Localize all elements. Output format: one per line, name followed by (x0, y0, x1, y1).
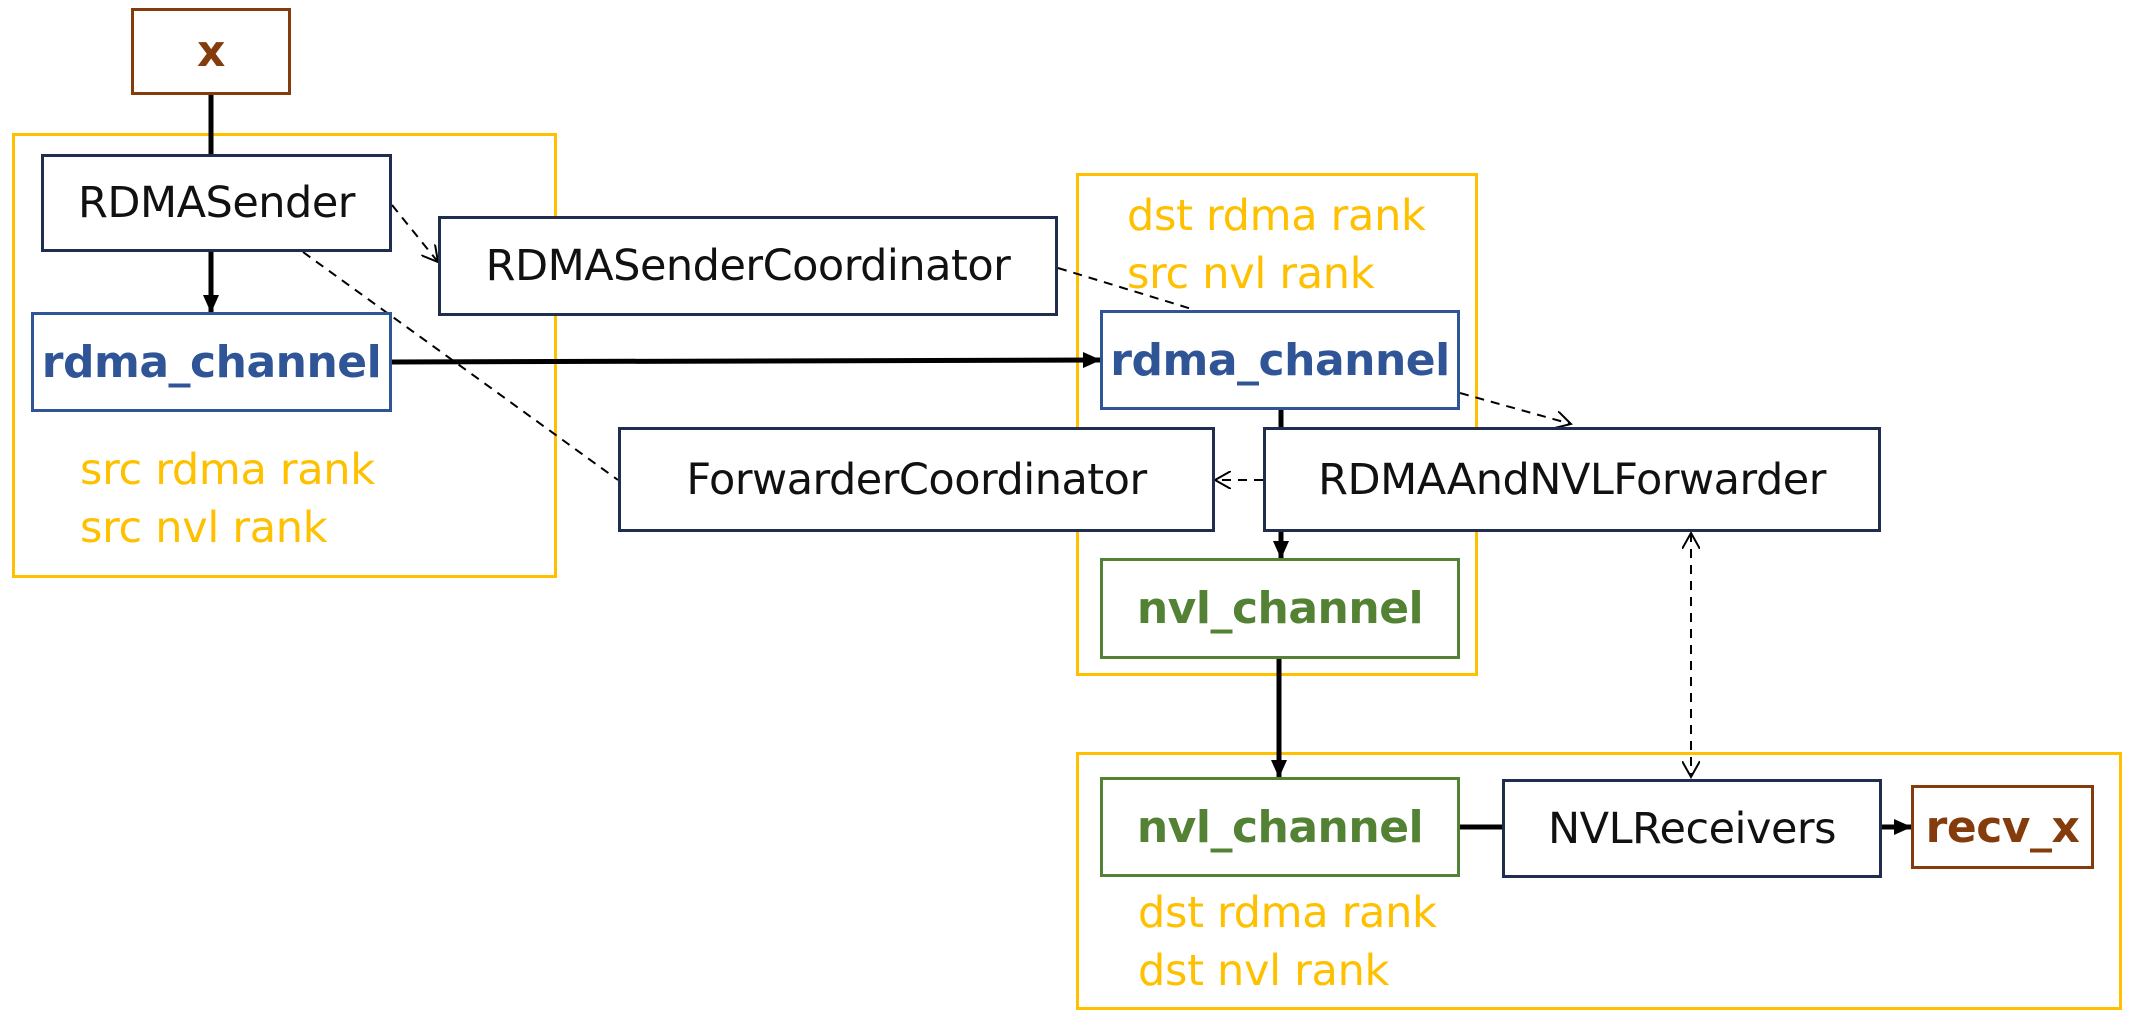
forwarder-coordinator-node: ForwarderCoordinator (618, 427, 1215, 532)
rdma-sender-node: RDMASender (41, 154, 392, 252)
edge-sender-to-sender-coordinator (391, 204, 438, 262)
sender-rank-labels: src rdma rank src nvl rank (80, 441, 375, 557)
recv-nvl-channel-node: nvl_channel (1100, 777, 1460, 877)
rdma-and-nvl-forwarder-node: RDMAAndNVLForwarder (1263, 427, 1881, 532)
recv-x-node: recv_x (1911, 785, 2094, 869)
src-rdma-channel-node: rdma_channel (31, 312, 392, 412)
input-x-node: x (131, 8, 291, 95)
forwarder-rdma-rank-label: dst rdma rank (1127, 191, 1426, 241)
forwarder-rank-labels: dst rdma rank src nvl rank (1127, 187, 1426, 303)
edge-sender-coordinator-to-rdma-channel (1057, 267, 1196, 311)
receiver-rdma-rank-label: dst rdma rank (1138, 888, 1437, 938)
receiver-rank-group (1076, 752, 2122, 1010)
edge-rdma-channel-transfer (391, 352, 1101, 369)
forwarder-nvl-rank-label: src nvl rank (1127, 249, 1375, 299)
sender-rdma-rank-label: src rdma rank (80, 445, 375, 495)
sender-nvl-rank-label: src nvl rank (80, 503, 328, 553)
nvl-receivers-node: NVLReceivers (1502, 779, 1882, 878)
edge-rdma-channel-to-forwarder (1459, 392, 1571, 424)
fwd-nvl-channel-node: nvl_channel (1100, 558, 1460, 659)
receiver-nvl-rank-label: dst nvl rank (1138, 946, 1390, 996)
sender-rank-group (12, 133, 557, 578)
edge-sender-to-forwarder-coordinator (302, 251, 619, 481)
fwd-rdma-channel-node: rdma_channel (1100, 310, 1460, 410)
rdma-sender-coordinator-node: RDMASenderCoordinator (438, 216, 1058, 316)
receiver-rank-labels: dst rdma rank dst nvl rank (1138, 884, 1437, 1000)
